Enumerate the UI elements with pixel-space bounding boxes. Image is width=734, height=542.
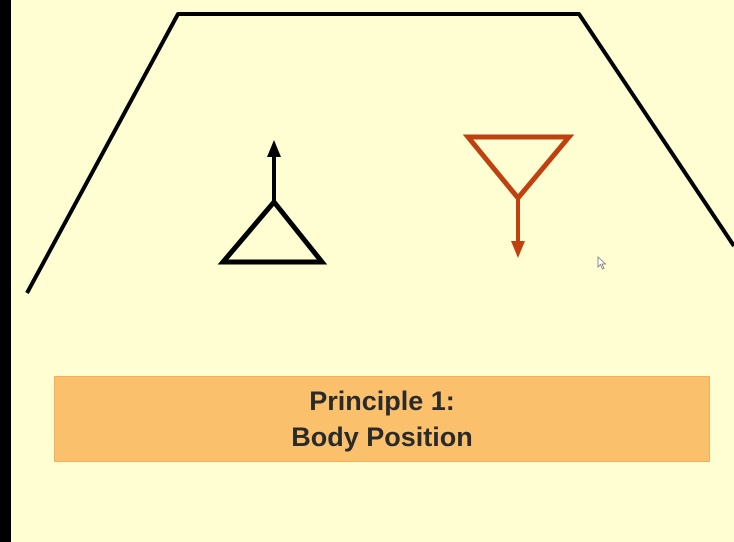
inverted-triangle-with-down-arrow-icon — [462, 134, 575, 258]
principle-title: Body Position — [291, 422, 473, 452]
principle-number: Principle 1: — [309, 386, 455, 416]
principle-caption-box: Principle 1: Body Position — [54, 376, 710, 462]
slide: Principle 1: Body Position — [11, 0, 734, 542]
principle-diagram — [25, 12, 734, 294]
mouse-pointer-icon — [597, 256, 607, 270]
trapezoid-outline — [25, 12, 734, 294]
triangle-with-up-arrow-icon — [217, 140, 328, 265]
